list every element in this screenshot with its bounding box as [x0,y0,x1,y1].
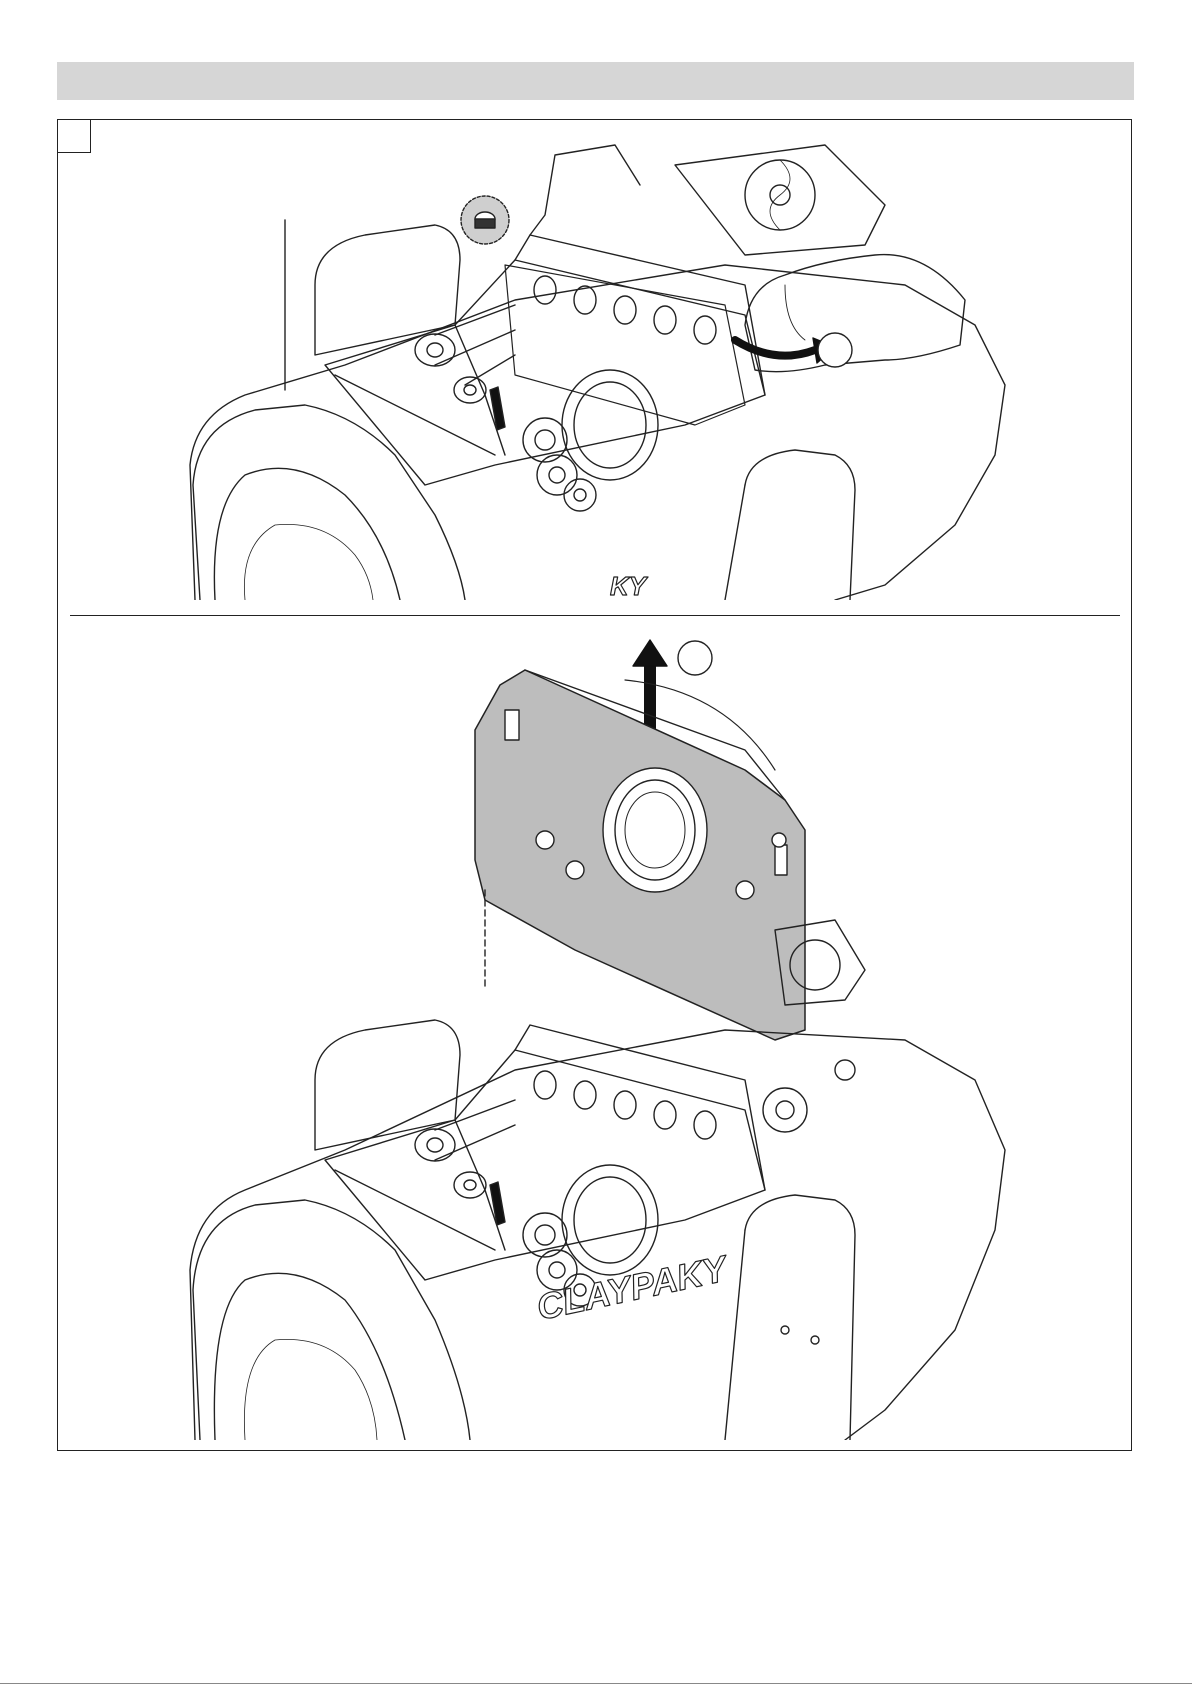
step-number-box [57,119,91,153]
bottom-panel-illustration: CLAYPAKY [185,630,1035,1440]
brand-logo: CLAYPAKY [533,1247,733,1328]
lens-housing [193,1200,470,1440]
lens-housing [193,405,465,600]
panel-divider [70,615,1120,616]
top-panel-illustration: KY [185,125,1035,600]
partial-logo: KY [610,571,649,600]
section-header-bar [57,62,1134,100]
page-bottom-rule [0,1683,1192,1684]
